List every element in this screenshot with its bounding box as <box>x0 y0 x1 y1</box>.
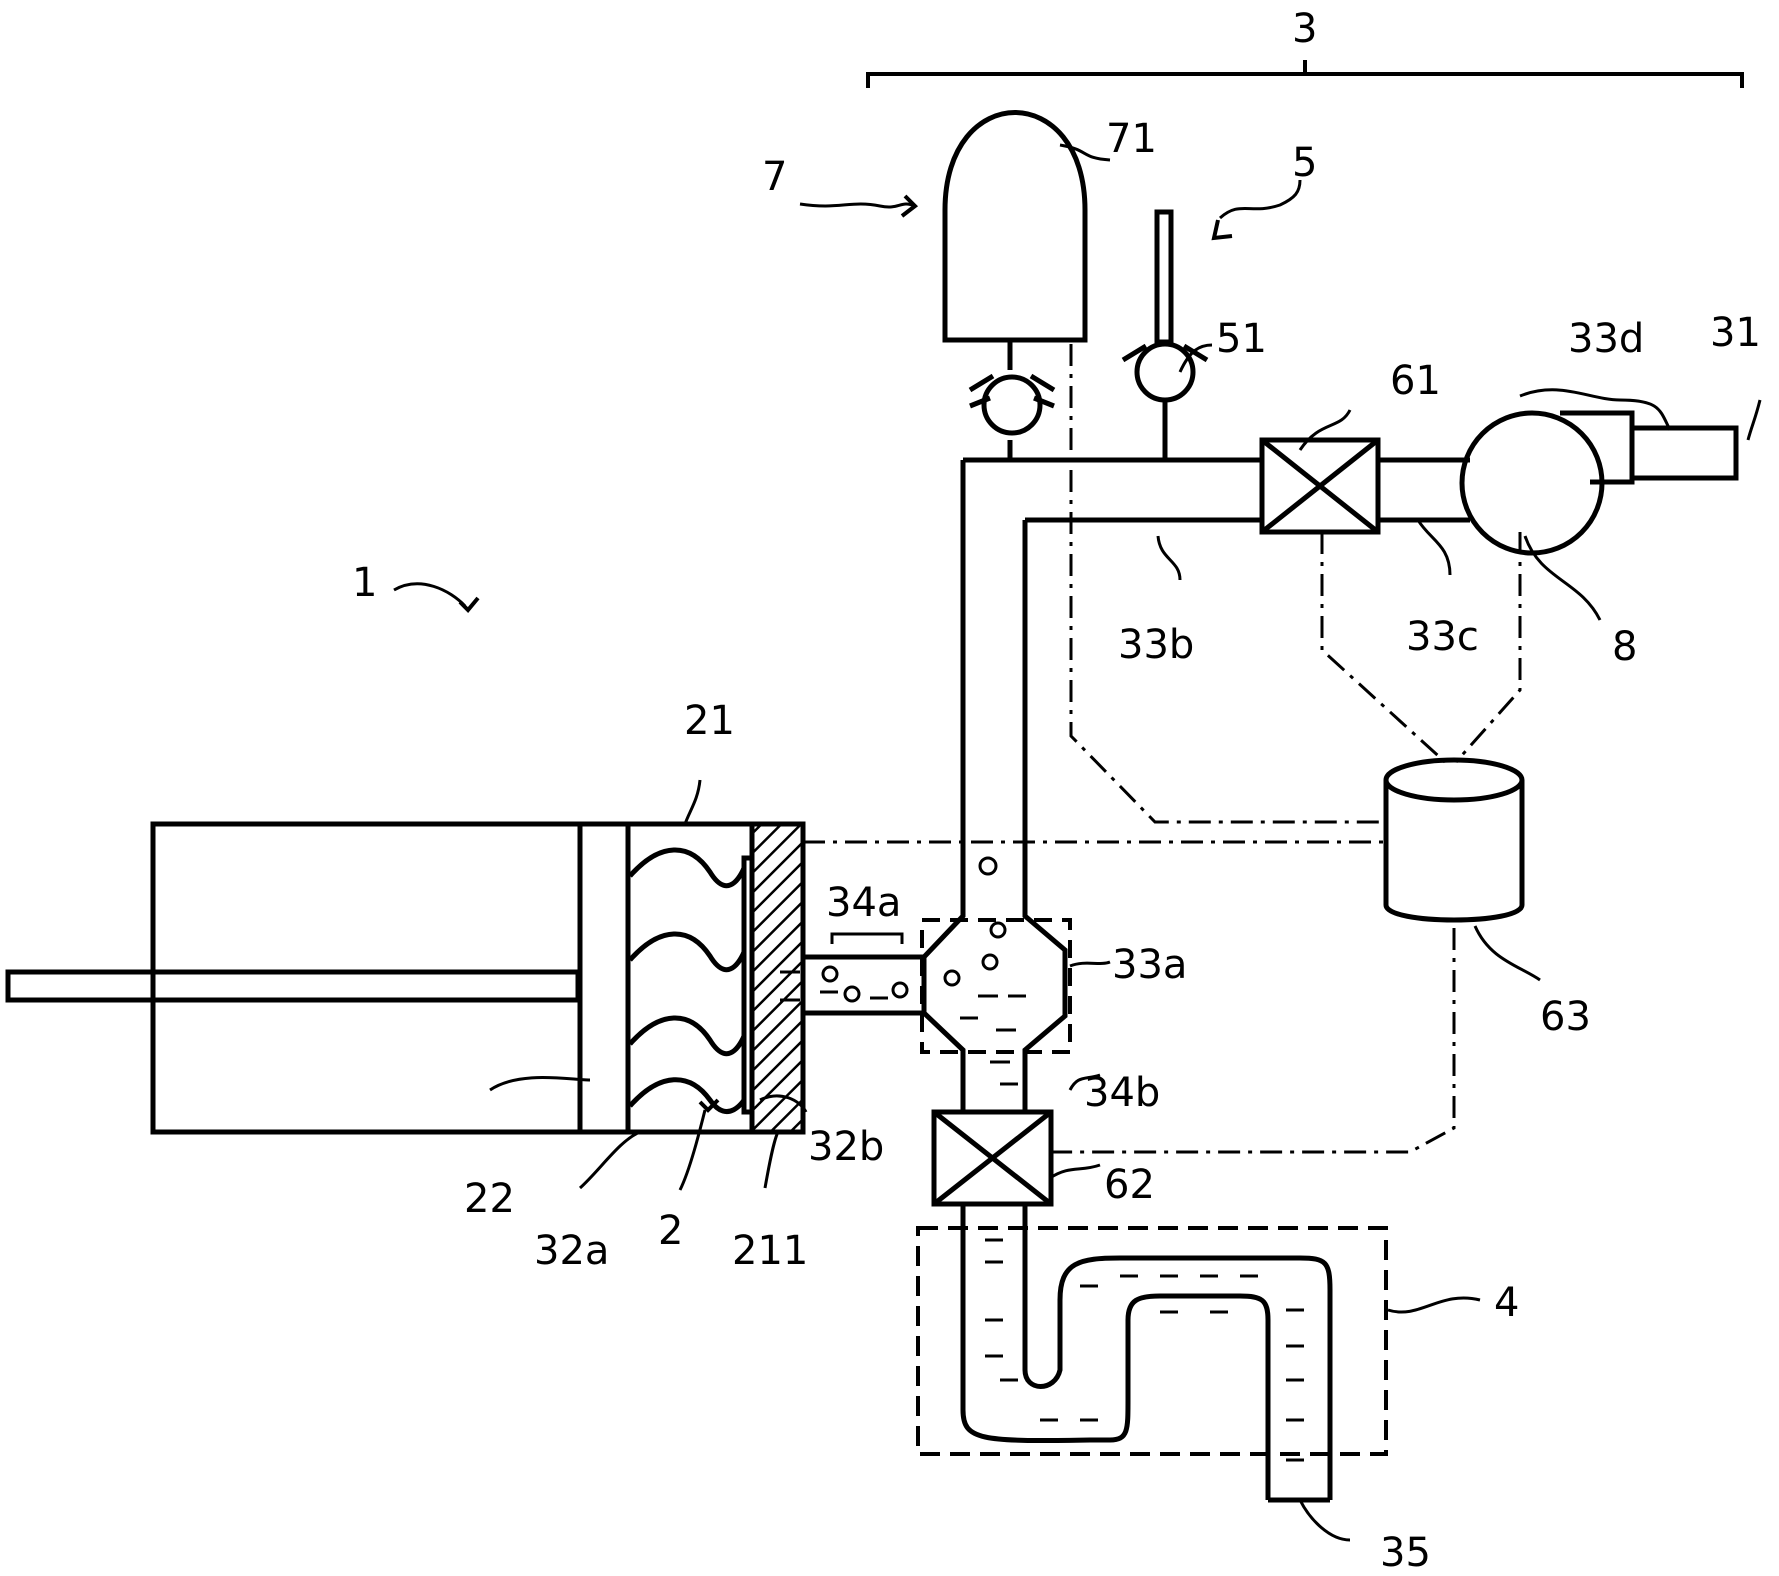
label-inlet-31: 31 <box>1710 310 1761 356</box>
controller-63 <box>1383 757 1525 923</box>
pump-8 <box>1459 410 1739 556</box>
arrows <box>458 194 1233 1113</box>
label-drain-35: 35 <box>1380 1530 1431 1576</box>
label-controller-63: 63 <box>1540 994 1591 1040</box>
wall-211 <box>749 821 806 1135</box>
passage-34a <box>780 932 924 1016</box>
inlet-33d <box>1629 425 1739 481</box>
label-valve-62: 62 <box>1104 1162 1155 1208</box>
control-lines <box>803 344 1522 1154</box>
label-chamber-32a: 32a <box>534 1228 609 1274</box>
label-trap-4: 4 <box>1494 1280 1519 1326</box>
piston-rod <box>5 969 581 1003</box>
label-wall-211: 211 <box>732 1228 808 1274</box>
valve-62 <box>931 1109 1054 1207</box>
bellows-folds <box>628 847 747 1114</box>
inner-plate <box>741 855 755 1115</box>
upper-pipe <box>963 457 1470 523</box>
label-tank-71: 71 <box>1106 116 1157 162</box>
label-pump-8: 8 <box>1612 624 1637 670</box>
valve-61 <box>1259 437 1381 535</box>
piston-plate <box>577 821 631 1135</box>
label-pipe-33b: 33b <box>1118 622 1194 668</box>
junction-33a <box>920 460 1072 1112</box>
label-chamber-32b: 32b <box>808 1124 884 1170</box>
trap-4 <box>916 1204 1388 1503</box>
leader-lines <box>393 143 1762 1542</box>
label-cylinder-21: 21 <box>684 698 735 744</box>
cylinder-body <box>150 821 806 1135</box>
cylinder-assembly <box>5 821 806 1135</box>
system-bracket <box>866 60 1744 88</box>
label-valve-61: 61 <box>1390 358 1441 404</box>
label-vent-5: 5 <box>1292 140 1317 186</box>
label-check-valve-51: 51 <box>1216 316 1267 362</box>
tank-71 <box>942 110 1088 460</box>
label-passage-34a: 34a <box>826 880 901 926</box>
label-junction-33a: 33a <box>1112 942 1187 988</box>
label-apparatus-1: 1 <box>352 560 377 606</box>
label-bellows-2: 2 <box>658 1208 683 1254</box>
label-pipe-33d: 33d <box>1568 316 1644 362</box>
vent-5 <box>1121 209 1209 460</box>
label-passage-34b: 34b <box>1084 1070 1160 1116</box>
label-system-3: 3 <box>1292 6 1317 52</box>
label-piston-22: 22 <box>464 1176 515 1222</box>
label-tank-unit-7: 7 <box>762 154 787 200</box>
label-pipe-33c: 33c <box>1406 614 1479 660</box>
